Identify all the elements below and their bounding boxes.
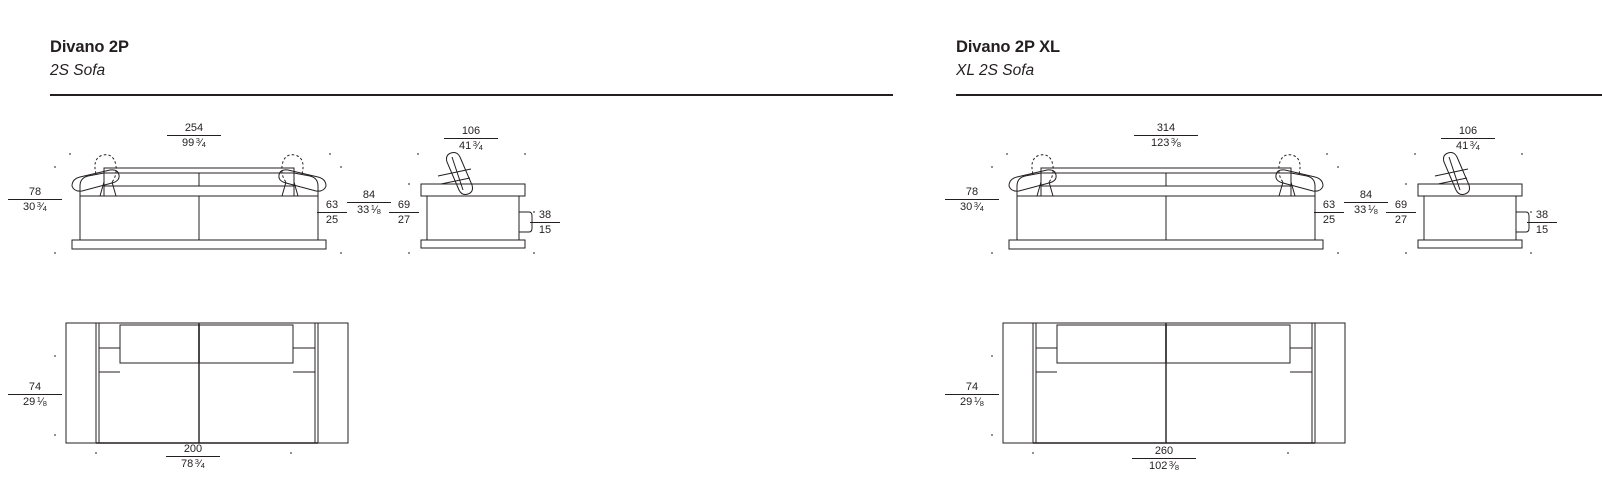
page-subtitle: XL 2S Sofa xyxy=(956,62,1035,79)
dimension-marker xyxy=(1337,252,1339,254)
title-divider xyxy=(956,94,1602,96)
title-divider xyxy=(50,94,893,96)
dimension-side-seat-height: 38 15 xyxy=(1527,209,1557,237)
product-panel-divano-2p: Divano 2P 2S Sofa xyxy=(0,0,893,471)
page-subtitle: 2S Sofa xyxy=(50,62,106,79)
side-elevation-drawing xyxy=(0,0,801,300)
dimension-marker xyxy=(54,355,56,357)
dimension-front-overall: 69 27 xyxy=(1386,199,1416,227)
dimension-marker xyxy=(290,452,292,454)
dimension-marker xyxy=(524,153,526,155)
dimension-marker xyxy=(1530,252,1532,254)
dimension-marker xyxy=(408,252,410,254)
dimension-marker xyxy=(1032,452,1034,454)
side-elevation-drawing xyxy=(801,0,1602,300)
dimension-marker xyxy=(329,153,331,155)
dimension-side-seat-height: 38 15 xyxy=(530,209,560,237)
dimension-marker xyxy=(408,183,410,185)
dimension-marker xyxy=(1326,153,1328,155)
plan-view-drawing xyxy=(801,0,1602,503)
dimension-marker xyxy=(54,434,56,436)
dimension-marker xyxy=(1287,452,1289,454)
dimension-marker xyxy=(533,252,535,254)
product-panel-divano-2p-xl: Divano 2P XL XL 2S Sofa xyxy=(801,0,1602,503)
front-elevation-drawing xyxy=(801,0,1602,300)
dimension-front-seat-depth: 63 25 xyxy=(317,199,347,227)
dimension-marker xyxy=(95,452,97,454)
dimension-marker xyxy=(1337,166,1339,168)
dimension-marker xyxy=(991,434,993,436)
page-title: Divano 2P xyxy=(50,38,129,56)
page-title: Divano 2P XL xyxy=(956,38,1060,56)
dimension-front-overall: 69 27 xyxy=(389,199,419,227)
dimension-marker xyxy=(340,252,342,254)
dimension-marker xyxy=(69,153,71,155)
dimension-front-seat-depth: 63 25 xyxy=(1314,199,1344,227)
front-elevation-drawing xyxy=(0,0,801,300)
plan-view-drawing xyxy=(65,322,349,444)
dimension-marker xyxy=(54,252,56,254)
dimension-marker xyxy=(340,166,342,168)
dimension-marker xyxy=(991,166,993,168)
dimension-marker xyxy=(1006,153,1008,155)
dimension-marker xyxy=(1414,153,1416,155)
dimension-marker xyxy=(991,355,993,357)
dimension-marker xyxy=(1405,252,1407,254)
dimension-marker xyxy=(1405,183,1407,185)
dimension-marker xyxy=(1521,153,1523,155)
dimension-marker xyxy=(54,166,56,168)
dimension-marker xyxy=(991,252,993,254)
dimension-marker xyxy=(1530,211,1532,213)
dimension-marker xyxy=(533,211,535,213)
dimension-marker xyxy=(417,153,419,155)
